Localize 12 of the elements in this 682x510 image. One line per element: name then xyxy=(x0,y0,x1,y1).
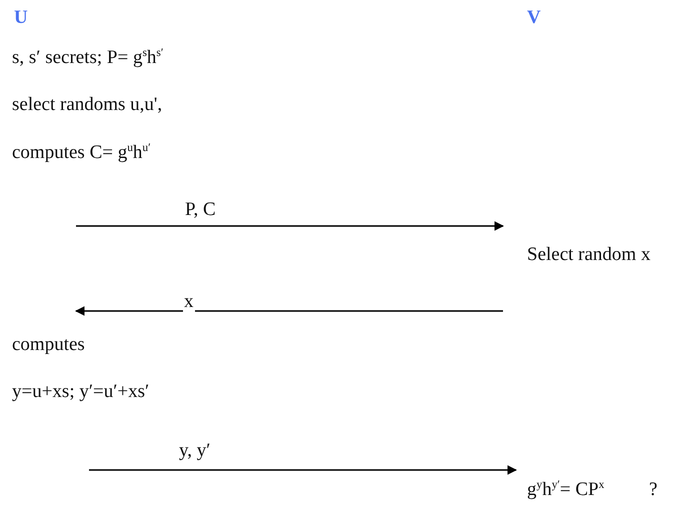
message-label: y, y′ xyxy=(178,441,212,462)
protocol-step-text: select randoms u,u', xyxy=(12,95,162,116)
party-label: U xyxy=(14,8,28,29)
protocol-step-text: Select random x xyxy=(527,245,650,266)
protocol-step-text: s, s′ secrets; P= g$^{s}$h$^{s′}$ xyxy=(12,48,164,69)
party-label: V xyxy=(527,8,541,29)
protocol-step-text: y=u+xs; y′=u′+xs′ xyxy=(12,382,150,403)
message-label: P, C xyxy=(184,200,217,221)
protocol-step-text: g$^{y}$h$^{y′}$= CP$^{x}$ xyxy=(527,480,604,501)
protocol-step-text: ? xyxy=(649,480,658,501)
protocol-step-text: computes C= g$^{u}$h$^{u′}$ xyxy=(12,143,151,164)
protocol-step-text: computes xyxy=(12,335,85,356)
